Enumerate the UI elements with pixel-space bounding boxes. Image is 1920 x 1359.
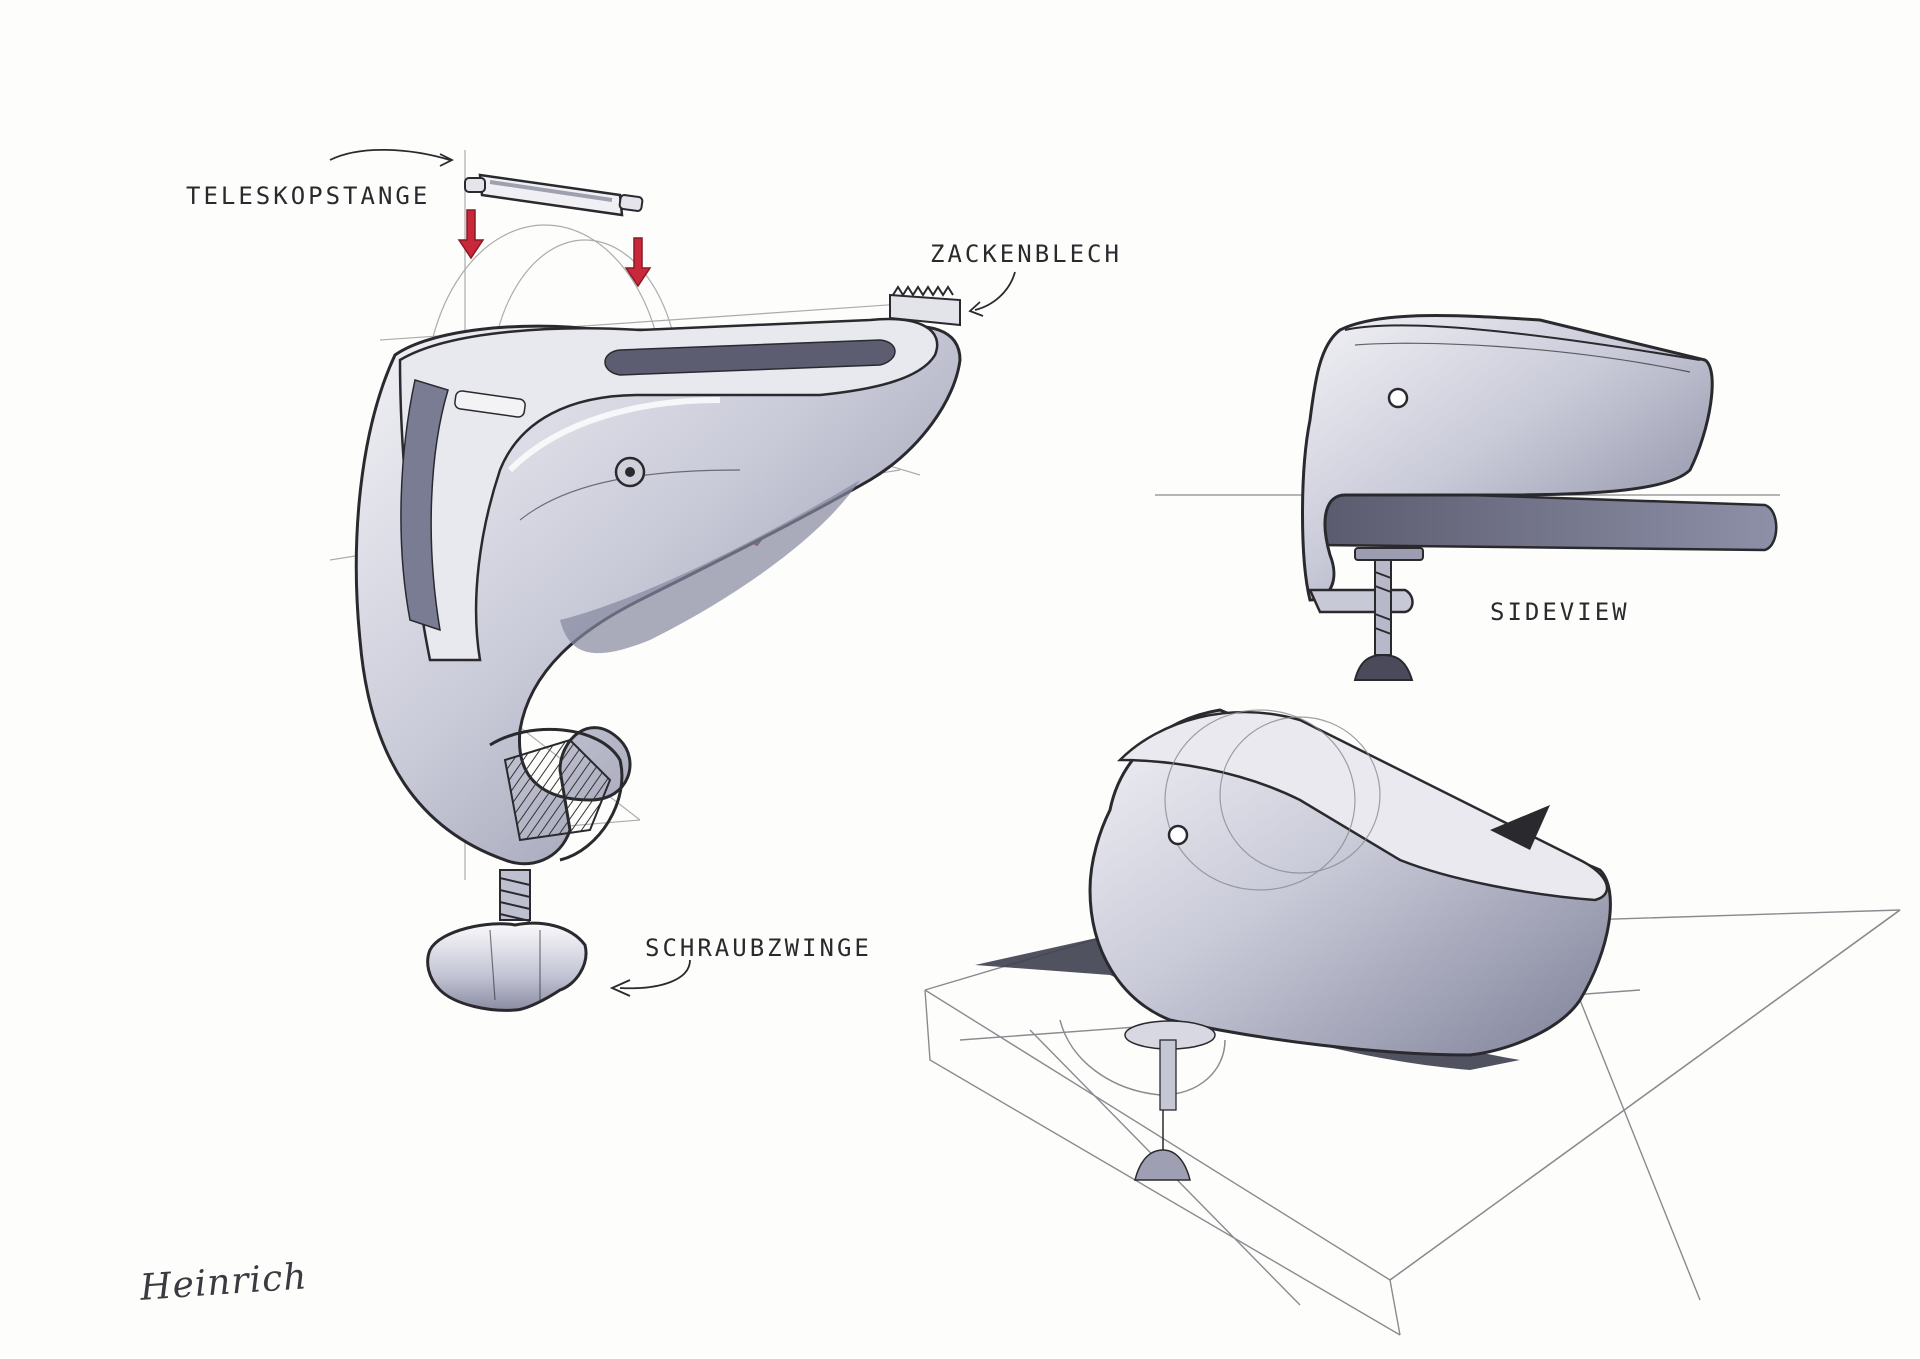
main-device-drawing [329, 148, 1016, 1012]
teleskopstange-rod [464, 173, 644, 217]
label-schraubzwinge: SCHRAUBZWINGE [645, 934, 872, 962]
label-sideview: SIDEVIEW [1490, 598, 1630, 626]
label-zackenblech: ZACKENBLECH [930, 240, 1122, 268]
rod-insert-arrows [457, 209, 652, 288]
clamp-screw [426, 869, 588, 1012]
sideview-drawing [1155, 314, 1780, 681]
perspective-drawing [924, 708, 1901, 1336]
zackenblech-teeth [889, 285, 961, 327]
label-teleskopstange: TELESKOPSTANGE [186, 182, 431, 210]
